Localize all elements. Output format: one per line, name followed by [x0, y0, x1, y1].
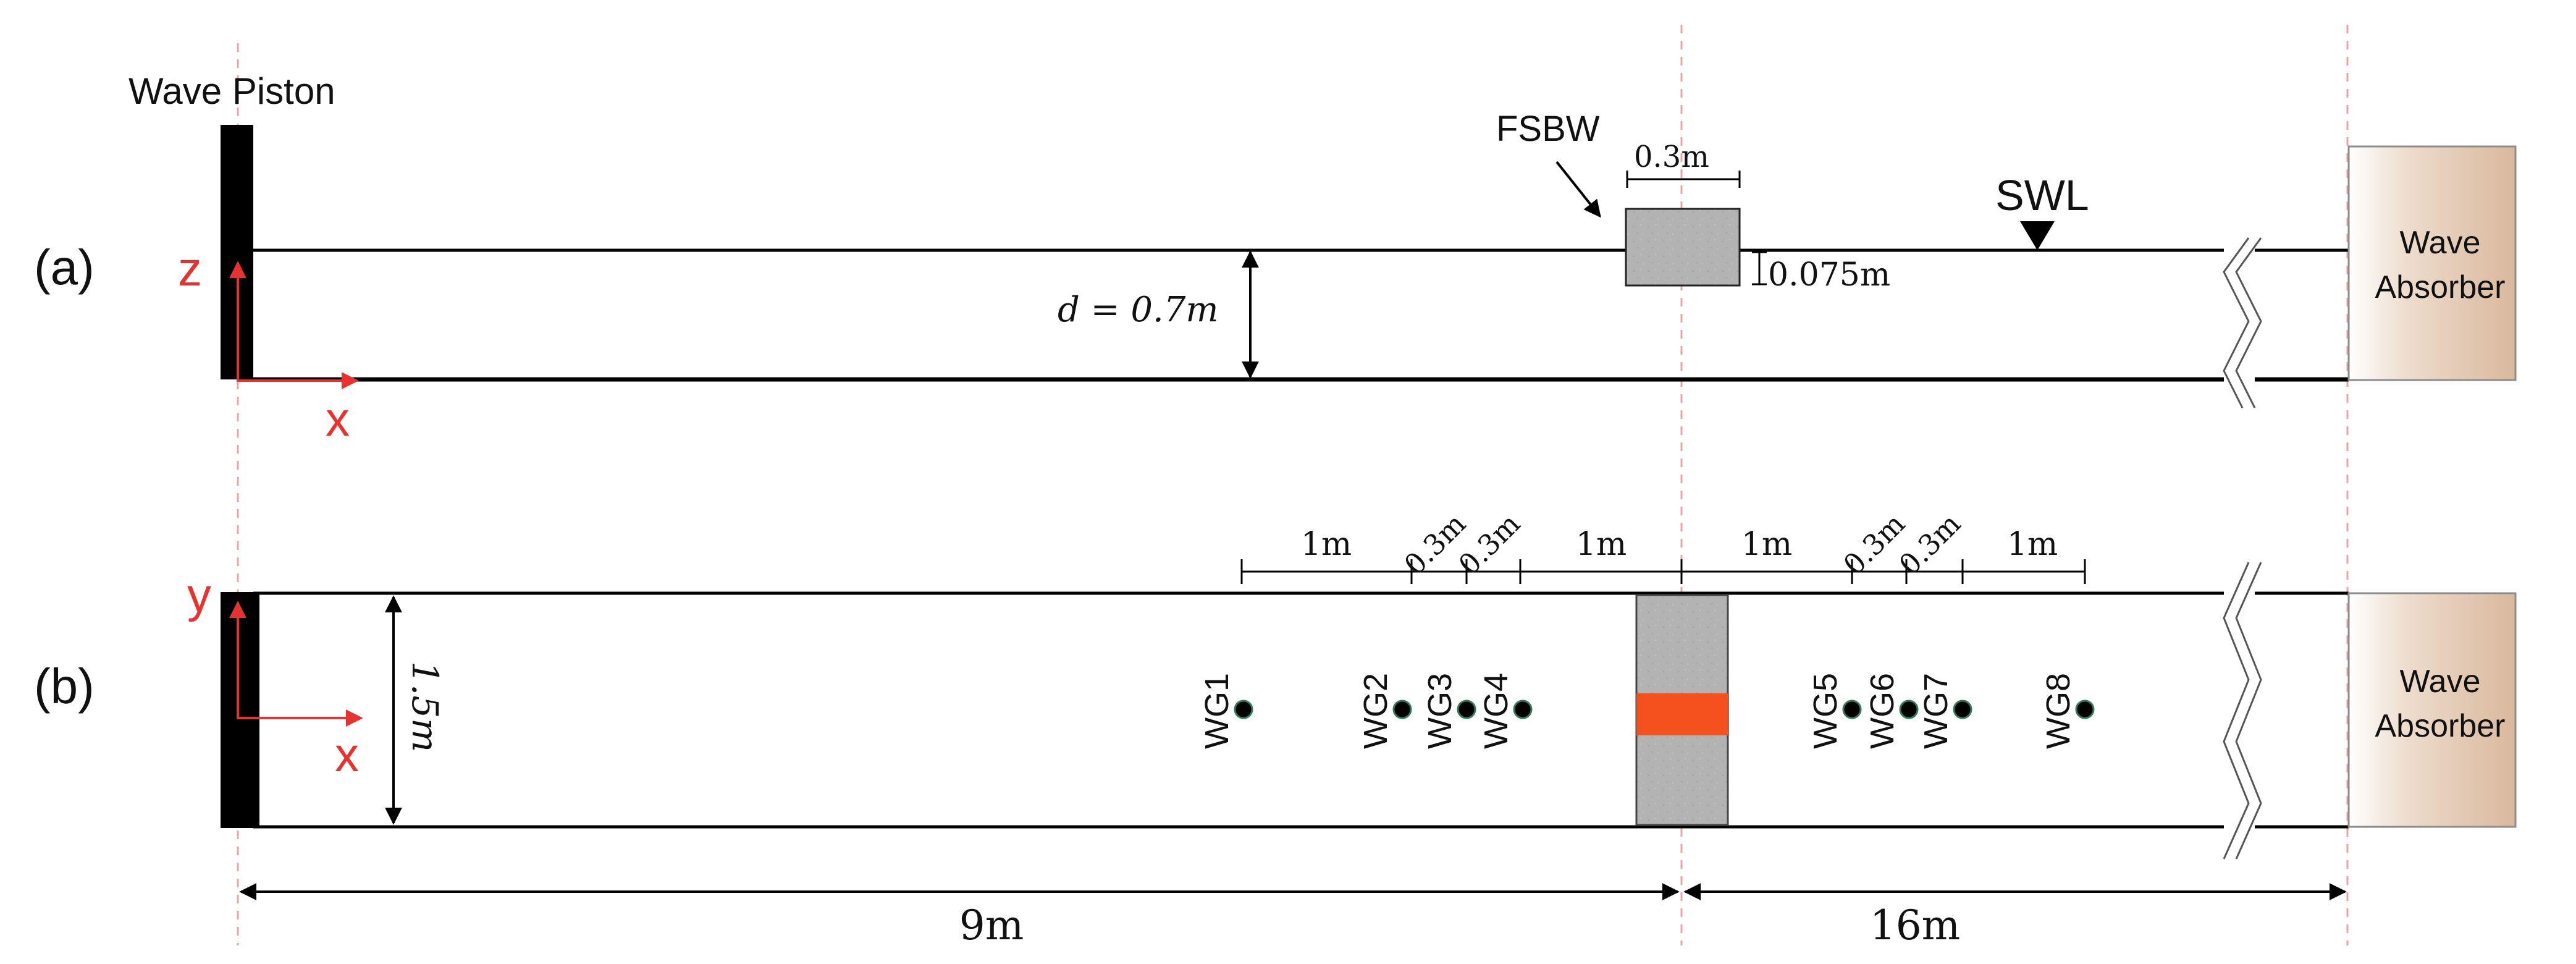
- panel-a-side-view: (a) Wave Piston z x d = 0.7m FSBW 0.3m: [34, 70, 2517, 446]
- wave-gauge-marker: [1457, 700, 1476, 719]
- absorber-b-line1: Wave: [2400, 664, 2481, 700]
- gauge-spacing-dimensions: 1m 0.3m 0.3m 1m 1m 0.3m 0.3m 1m: [1240, 507, 2086, 584]
- axis-z-label: z: [178, 242, 202, 296]
- spacing-label-1: 1m: [1301, 526, 1352, 563]
- axis-y-label: y: [187, 568, 211, 622]
- depth-label: d = 0.7m: [1058, 290, 1219, 330]
- wave-gauge-marker: [1513, 700, 1533, 719]
- break-symbol-b: [2223, 562, 2250, 860]
- swl-triangle-icon: [2020, 221, 2055, 250]
- swl-label: SWL: [1995, 171, 2089, 219]
- spacing-label-8: 1m: [2007, 526, 2058, 563]
- wave-gauge-marker: [1234, 700, 1253, 719]
- spacing-label-2: 0.3m: [1397, 507, 1472, 581]
- breakwater-width-label: 0.3m: [1634, 140, 1709, 174]
- spacing-label-7: 0.3m: [1892, 507, 1967, 581]
- wave-gauges: WG1 WG2 WG3 WG4 WG5 WG6 WG7 WG8: [1198, 673, 2095, 749]
- absorber-a-line1: Wave: [2400, 225, 2481, 261]
- panel-b-plan-view: (b) y x 1.5m: [34, 507, 2517, 860]
- flume-width-label: 1.5m: [404, 661, 446, 752]
- spacing-label-6: 0.3m: [1837, 507, 1911, 581]
- spacing-label-3: 0.3m: [1452, 507, 1526, 581]
- wave-absorber-a: [2347, 145, 2517, 381]
- break-symbol-b-2: [2235, 562, 2262, 860]
- distance-left-label: 9m: [959, 902, 1024, 949]
- breakwater-draft-label: 0.075m: [1768, 256, 1890, 294]
- break-symbol-a: [2223, 237, 2250, 408]
- panel-b-label: (b): [34, 659, 95, 714]
- wave-gauge-marker: [2075, 700, 2095, 719]
- wave-gauge-label-7: WG7: [1917, 673, 1955, 749]
- wave-piston-plan: [221, 592, 259, 828]
- wave-gauge-marker: [1953, 700, 1972, 719]
- breakwater-pointer-arrow: [1555, 161, 1601, 218]
- spacing-label-5: 1m: [1741, 526, 1792, 563]
- break-symbol-a-2: [2235, 237, 2262, 408]
- axis-x-label-b: x: [335, 727, 359, 782]
- wave-gauge-marker: [1392, 700, 1412, 719]
- wave-gauge-marker: [1899, 700, 1919, 719]
- wave-gauge-label-8: WG8: [2040, 673, 2077, 749]
- panel-a-label: (a): [34, 240, 95, 295]
- wave-gauge-label-6: WG6: [1864, 673, 1901, 749]
- distance-right-label: 16m: [1870, 902, 1961, 949]
- wave-gauge-label-4: WG4: [1478, 673, 1515, 749]
- absorber-b-line2: Absorber: [2375, 708, 2506, 744]
- wave-gauge-marker: [1842, 700, 1862, 719]
- mooring-band: [1636, 693, 1728, 735]
- wave-piston-label: Wave Piston: [128, 70, 335, 112]
- wave-absorber-b: [2347, 592, 2517, 828]
- wave-gauge-label-1: WG1: [1198, 673, 1235, 749]
- wave-gauge-label-3: WG3: [1421, 673, 1458, 749]
- spacing-label-4: 1m: [1576, 526, 1627, 563]
- wave-gauge-label-2: WG2: [1357, 673, 1394, 749]
- axis-x-label: x: [326, 392, 350, 446]
- floating-breakwater-side: [1625, 208, 1741, 287]
- wave-gauge-label-5: WG5: [1807, 673, 1844, 749]
- absorber-a-line2: Absorber: [2375, 269, 2506, 305]
- breakwater-label: FSBW: [1496, 109, 1600, 149]
- overall-dimensions: 9m 16m: [239, 883, 2347, 949]
